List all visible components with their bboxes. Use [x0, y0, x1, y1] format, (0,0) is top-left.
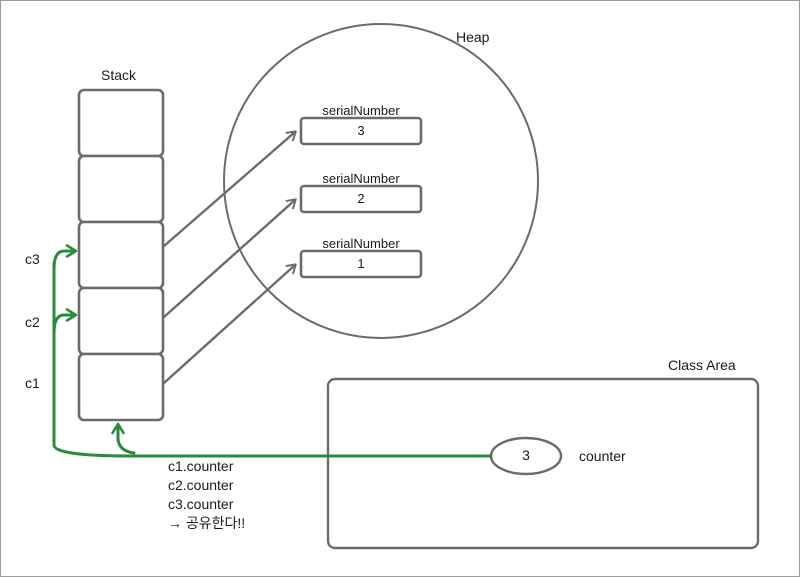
shared-counter-note: c1.counter c2.counter c3.counter → 공유한다!…: [168, 457, 245, 533]
c1-pointer-arrow: [111, 422, 136, 455]
note-line: c2.counter: [168, 477, 234, 493]
heap-object-value: 3: [357, 123, 365, 138]
heap-object-box: [299, 249, 423, 279]
heap-object-field-name: serialNumber: [322, 171, 400, 186]
counter-value: 3: [522, 447, 530, 463]
reference-label-c2: c2: [25, 314, 40, 330]
counter-name: counter: [579, 448, 626, 464]
reference-arrow-c1: [162, 263, 297, 385]
stack-cell: [77, 352, 165, 422]
stack-cell: [77, 88, 165, 158]
heap-object-box: [299, 184, 423, 214]
stack-label: Stack: [101, 67, 137, 83]
note-line: c1.counter: [168, 458, 234, 474]
reference-arrows: [162, 130, 297, 385]
heap-object-value: 2: [357, 191, 365, 206]
heap-object-box: [299, 116, 423, 146]
stack-cell: [77, 154, 165, 224]
heap-object-field-name: serialNumber: [322, 103, 400, 118]
heap-object-value: 1: [357, 256, 365, 271]
reference-arrow-c3: [162, 130, 297, 248]
note-line: → 공유한다!!: [168, 515, 246, 531]
stack-cell: [77, 220, 165, 290]
c2-pointer-arrow: [52, 308, 78, 335]
stack-column: [77, 88, 165, 422]
class-area-label: Class Area: [668, 357, 736, 373]
reference-arrow-c2: [162, 198, 297, 319]
reference-label-c3: c3: [25, 251, 40, 267]
note-line: c3.counter: [168, 496, 234, 512]
heap-object-field-name: serialNumber: [322, 236, 400, 251]
heap-label: Heap: [456, 29, 490, 45]
heap-boundary: [223, 23, 539, 339]
shared-link-path: [52, 261, 493, 458]
reference-label-c1: c1: [25, 375, 40, 391]
stack-cell: [77, 286, 165, 356]
heap-object-boxes: [299, 116, 423, 279]
c3-pointer-arrow: [52, 244, 78, 271]
shared-counter-link: [52, 244, 493, 458]
